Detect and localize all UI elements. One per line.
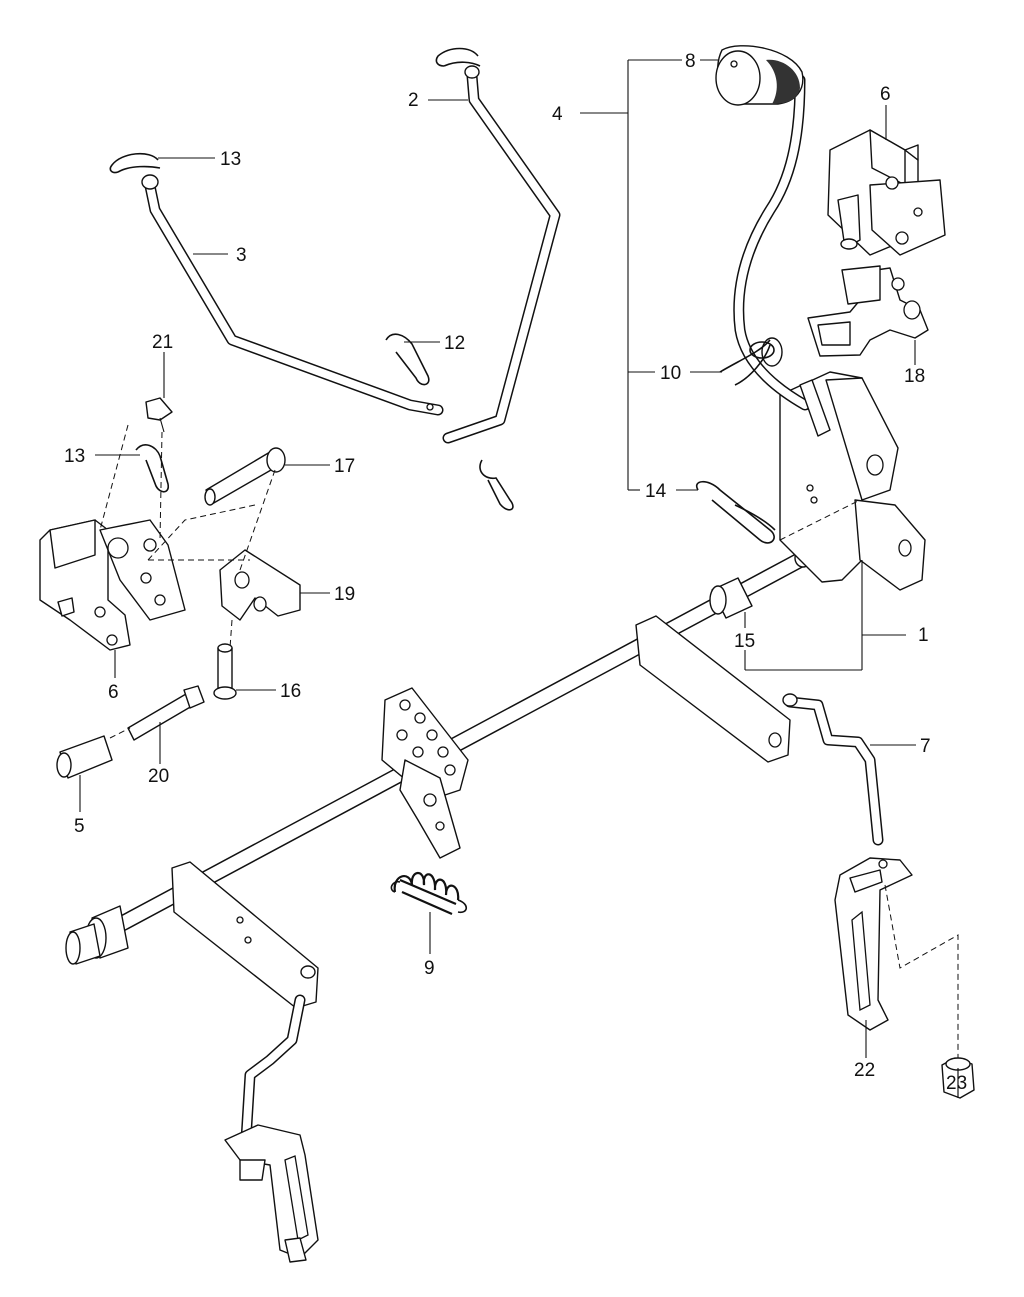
callout-7: 7: [920, 736, 931, 757]
bolt-20: [127, 685, 205, 741]
callout-17: 17: [334, 456, 355, 477]
lower-slotted-bracket: [224, 1124, 319, 1263]
callout-13-left: 13: [64, 446, 85, 467]
callout-18: 18: [904, 366, 925, 387]
lift-rod-short: [141, 174, 444, 416]
lift-link-rod: [782, 693, 884, 846]
callout-12: 12: [444, 333, 465, 354]
callout-21: 21: [152, 332, 173, 353]
callout-6-top: 6: [880, 84, 891, 105]
hairpin-clip-13-left: [135, 444, 170, 493]
center-lever-arm: [635, 615, 791, 763]
latch-bracket-assembly-top: [827, 129, 946, 256]
spacer-5: [56, 735, 113, 779]
callout-23: 23: [946, 1073, 967, 1094]
callout-13-top: 13: [220, 149, 241, 170]
slotted-bracket-22: [834, 857, 913, 1031]
callout-14: 14: [645, 481, 667, 502]
callout-22: 22: [854, 1060, 875, 1081]
callout-1: 1: [918, 625, 929, 646]
latch-plate: [807, 265, 929, 357]
hairpin-clip-rod-end: [479, 459, 514, 511]
left-lift-arm: [171, 861, 319, 1009]
callout-5: 5: [74, 816, 85, 837]
lift-rod-long: [442, 65, 561, 444]
callout-19: 19: [334, 584, 355, 605]
bracket-19: [219, 549, 301, 621]
bolt-21: [145, 397, 173, 433]
callout-2: 2: [408, 90, 419, 111]
latch-bracket-assembly-left: [39, 519, 186, 651]
hairpin-clip: [695, 480, 776, 544]
main-cross-shaft: [102, 548, 812, 938]
spring-9: [390, 871, 468, 916]
callout-9: 9: [424, 958, 435, 979]
pin-17: [204, 447, 286, 506]
callout-10: 10: [660, 363, 681, 384]
shaft-end-nut-left: [65, 905, 129, 965]
callout-6-left: 6: [108, 682, 119, 703]
handle-knob: [715, 45, 804, 106]
leader-lines: [79, 59, 959, 1098]
callout-labels: 1 2 3 4 5 6 6 7 8 9 10 12 13 13 14 15 16…: [64, 51, 967, 1094]
lift-handle-lever: [733, 74, 831, 437]
callout-20: 20: [148, 766, 169, 787]
hairpin-clip-top: [435, 47, 481, 67]
callout-16: 16: [280, 681, 301, 702]
shaft-nut-right: [709, 577, 753, 619]
hairpin-clip-13-top: [109, 152, 161, 174]
height-adjust-plate: [381, 687, 469, 859]
hairpin-clip-12: [385, 333, 430, 386]
callout-3: 3: [236, 245, 247, 266]
callout-8: 8: [685, 51, 696, 72]
lever-clip: [719, 339, 775, 386]
pin-16: [213, 643, 237, 700]
callout-4: 4: [552, 104, 563, 125]
callout-15: 15: [734, 631, 755, 652]
lower-lift-link: [240, 994, 306, 1146]
